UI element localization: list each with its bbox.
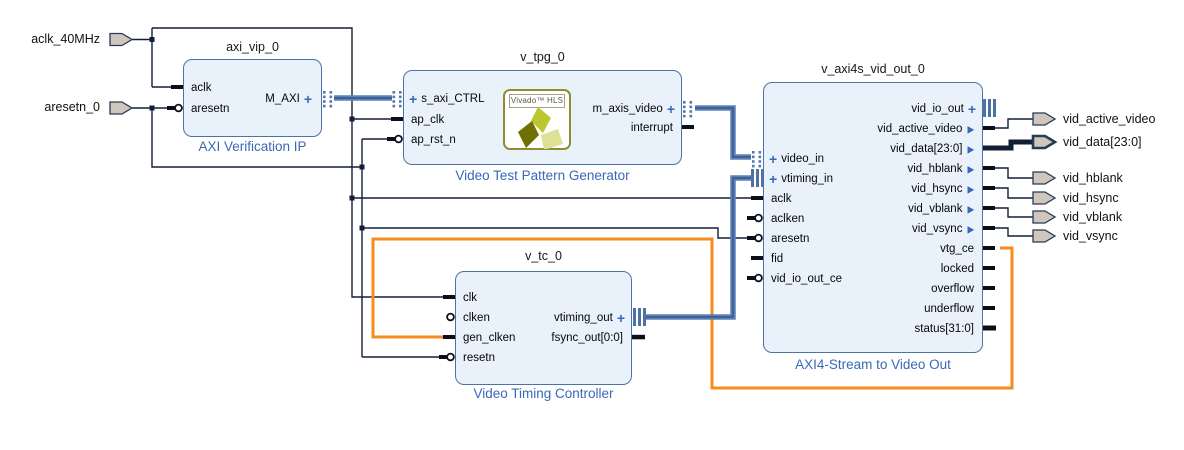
pin-aresetn[interactable]: aresetn [771,233,810,245]
expand-icon[interactable]: + [666,101,675,117]
pin-ap-clk[interactable]: ap_clk [411,114,445,126]
pin-vid-io-out[interactable]: vid_io_out + [911,101,976,117]
block-title-v-tc: v_tc_0 [525,249,562,263]
pin-ap-rst-n[interactable]: ap_rst_n [411,134,456,146]
port-label-vid-active-video[interactable]: vid_active_video [1063,112,1156,126]
pin-status[interactable]: status[31:0] [914,323,974,335]
expand-icon[interactable]: + [769,171,778,187]
pin-underflow[interactable]: underflow [924,303,974,315]
vivado-hls-pinwheel-icon [518,107,563,149]
pin-vtiming-out[interactable]: vtiming_out + [554,310,625,326]
pin-gen-clken[interactable]: gen_clken [463,332,516,344]
pin-vid-hblank[interactable]: vid_hblank ▶ [814,161,982,177]
pin-vid-active-video[interactable]: vid_active_video ▶ [814,121,982,137]
port-label-vid-hsync[interactable]: vid_hsync [1063,191,1119,205]
block-type-v-tpg: Video Test Pattern Generator [455,168,630,183]
pin-video-in[interactable]: + video_in [769,151,825,167]
block-type-axi-vip: AXI Verification IP [198,139,307,154]
pin-vtg-ce[interactable]: vtg_ce [940,243,974,255]
input-port-arrow-aresetn-0[interactable] [109,101,134,115]
port-label-aclk-40mhz[interactable]: aclk_40MHz [31,32,100,46]
expand-icon[interactable]: + [616,310,625,326]
pin-interrupt[interactable]: interrupt [630,122,673,134]
port-label-aresetn-0[interactable]: aresetn_0 [44,100,100,114]
bus-m-axis-video[interactable] [695,105,751,160]
pin-vid-hsync[interactable]: vid_hsync ▶ [814,181,982,197]
vivado-hls-logo-text: Vivado™ HLS [509,94,565,108]
expand-icon[interactable]: + [303,91,312,107]
pin-locked[interactable]: locked [940,263,974,275]
pin-fid[interactable]: fid [771,253,784,265]
output-arrow-icon: ▶ [967,223,974,235]
pin-aclk[interactable]: aclk [771,193,792,205]
block-title-v-axi4s-vid-out: v_axi4s_vid_out_0 [821,62,925,76]
pin-overflow[interactable]: overflow [931,283,974,295]
output-arrow-icon: ▶ [967,203,974,215]
block-type-v-axi4s-vid-out: AXI4-Stream to Video Out [795,357,951,372]
pin-vid-vblank[interactable]: vid_vblank ▶ [814,201,982,217]
pin-vtiming-in[interactable]: + vtiming_in [769,171,833,187]
expand-icon[interactable]: + [967,101,976,117]
output-arrow-icon: ▶ [967,123,974,135]
output-arrow-icon: ▶ [967,183,974,195]
pin-aclk[interactable]: aclk [191,82,212,94]
output-arrow-icon: ▶ [967,143,974,155]
net-vid-outputs[interactable] [983,118,1034,237]
block-title-v-tpg: v_tpg_0 [520,50,565,64]
output-port-arrows[interactable] [1031,112,1058,243]
block-title-axi-vip: axi_vip_0 [226,40,279,54]
pin-m-axis-video[interactable]: m_axis_video + [592,101,675,117]
port-label-vid-vsync[interactable]: vid_vsync [1063,229,1118,243]
pin-vid-io-out-ce[interactable]: vid_io_out_ce [771,273,842,285]
block-v-axi4s-vid-out[interactable]: + video_in + vtiming_in aclk aclken ares… [763,82,983,353]
pin-resetn[interactable]: resetn [463,352,495,364]
port-label-vid-vblank[interactable]: vid_vblank [1063,210,1123,224]
pin-vid-data[interactable]: vid_data[23:0] ▶ [814,141,982,157]
pin-clk[interactable]: clk [463,292,478,304]
block-axi-vip[interactable]: aclk aresetn M_AXI + [183,59,322,137]
pin-s-axi-ctrl[interactable]: + s_axi_CTRL [409,91,485,107]
input-port-arrow-aclk-40mhz[interactable] [109,32,134,47]
pin-clken[interactable]: clken [463,312,490,324]
output-arrow-icon: ▶ [967,163,974,175]
bus-vid-data[interactable] [983,139,1033,151]
pin-m-axi[interactable]: M_AXI + [265,91,312,107]
expand-icon[interactable]: + [409,91,418,107]
port-label-vid-data[interactable]: vid_data[23:0] [1063,135,1142,149]
bus-vtiming[interactable] [645,175,751,320]
pin-aresetn[interactable]: aresetn [191,103,230,115]
pin-fsync-out[interactable]: fsync_out[0:0] [551,332,623,344]
vivado-hls-logo: Vivado™ HLS [503,89,571,150]
pin-vid-vsync[interactable]: vid_vsync ▶ [814,221,982,237]
block-v-tc[interactable]: clk clken gen_clken resetn vtiming_out +… [455,271,632,385]
block-type-v-tc: Video Timing Controller [473,386,614,401]
pin-aclken[interactable]: aclken [771,213,805,225]
expand-icon[interactable]: + [769,151,778,167]
port-label-vid-hblank[interactable]: vid_hblank [1063,171,1123,185]
